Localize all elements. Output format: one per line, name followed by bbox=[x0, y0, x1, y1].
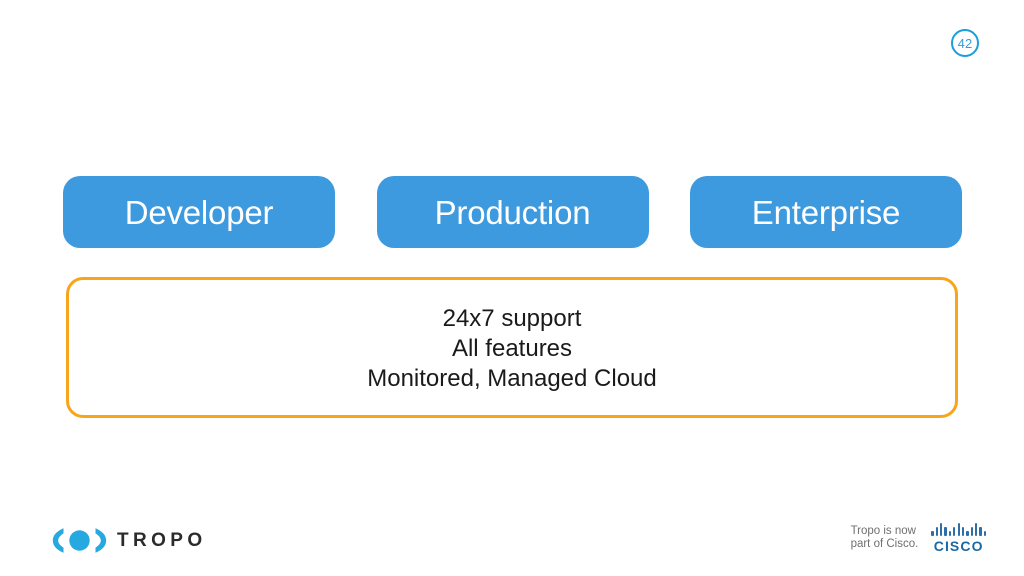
tropo-logo: TROPO bbox=[51, 526, 207, 554]
tier-box-enterprise[interactable]: Enterprise bbox=[690, 176, 962, 248]
page-number-badge: 42 bbox=[951, 29, 979, 57]
tropo-mark-icon bbox=[51, 527, 108, 554]
cisco-tagline-line2: part of Cisco. bbox=[850, 538, 919, 550]
tier-box-developer[interactable]: Developer bbox=[63, 176, 335, 248]
cisco-footer: Tropo is now part of Cisco. CISCO bbox=[851, 519, 986, 557]
tier-row: Developer Production Enterprise bbox=[63, 176, 962, 248]
tier-label-production: Production bbox=[434, 193, 591, 231]
features-panel: 24x7 support All features Monitored, Man… bbox=[66, 277, 958, 418]
cisco-wordmark: CISCO bbox=[933, 538, 984, 554]
feature-line-support: 24x7 support bbox=[442, 304, 582, 332]
cisco-logo: CISCO bbox=[931, 523, 986, 553]
feature-line-cloud: Monitored, Managed Cloud bbox=[367, 364, 657, 392]
tier-label-developer: Developer bbox=[124, 193, 274, 231]
tropo-wordmark: TROPO bbox=[117, 529, 207, 551]
page-number-text: 42 bbox=[957, 35, 973, 51]
tier-box-production[interactable]: Production bbox=[376, 176, 649, 248]
cisco-tagline-line1: Tropo is now bbox=[850, 525, 916, 537]
tier-label-enterprise: Enterprise bbox=[751, 193, 901, 231]
cisco-bridge-icon bbox=[931, 523, 986, 536]
feature-line-features: All features bbox=[451, 334, 573, 362]
cisco-tagline: Tropo is now part of Cisco. bbox=[851, 525, 919, 551]
